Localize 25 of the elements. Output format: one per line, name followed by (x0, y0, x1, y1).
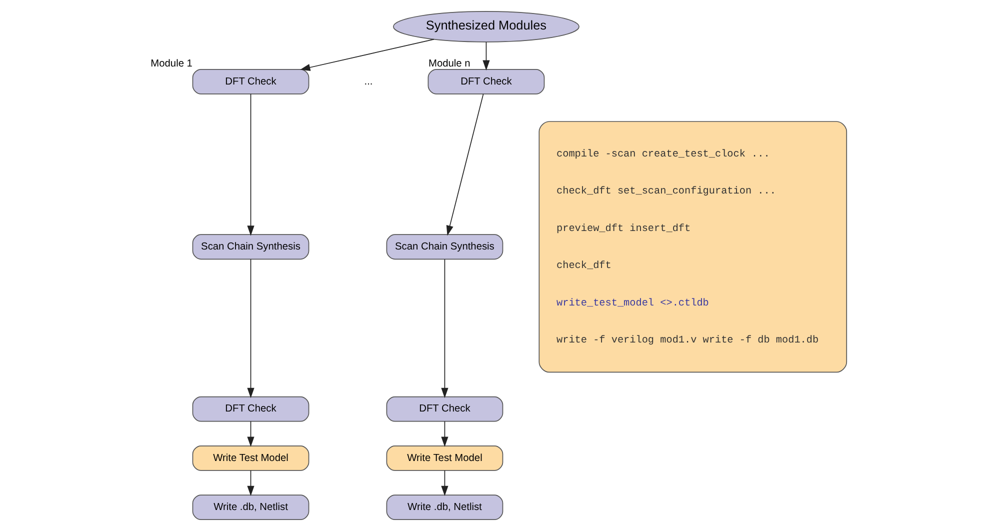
node-box: DFT Check (428, 69, 545, 94)
arrow (300, 38, 434, 71)
arrow (247, 94, 254, 236)
node-box: compile -scan create_test_clock ... check_dft set_scan_configuration ... preview_dft insert_dft check_dft write_test_model <>.ctldb write -f verilog mod1.v write -f db mod1.db (538, 121, 848, 373)
node-box: Scan Chain Synthesis (386, 234, 504, 260)
label: ... (364, 76, 373, 88)
arrow (446, 94, 484, 236)
arrow (441, 258, 448, 398)
node-label: Module n (428, 58, 470, 70)
arrow (441, 420, 448, 447)
node-ellipse: Synthesized Modules (392, 10, 580, 42)
node-box: DFT Check (386, 396, 504, 422)
arrow (247, 470, 254, 496)
node-box: Write .db, Netlist (386, 494, 504, 520)
node-label: Module 1 (150, 58, 192, 70)
node-box: Write Test Model (386, 445, 504, 471)
node-box: DFT Check (192, 396, 310, 422)
arrow (247, 420, 254, 447)
node-box: Scan Chain Synthesis (192, 234, 310, 260)
node-box: Write Test Model (192, 445, 310, 471)
arrow (247, 258, 254, 398)
arrow (441, 470, 448, 496)
node-box: DFT Check (192, 69, 310, 94)
arrow (482, 42, 490, 70)
node-box: Write .db, Netlist (192, 494, 310, 520)
